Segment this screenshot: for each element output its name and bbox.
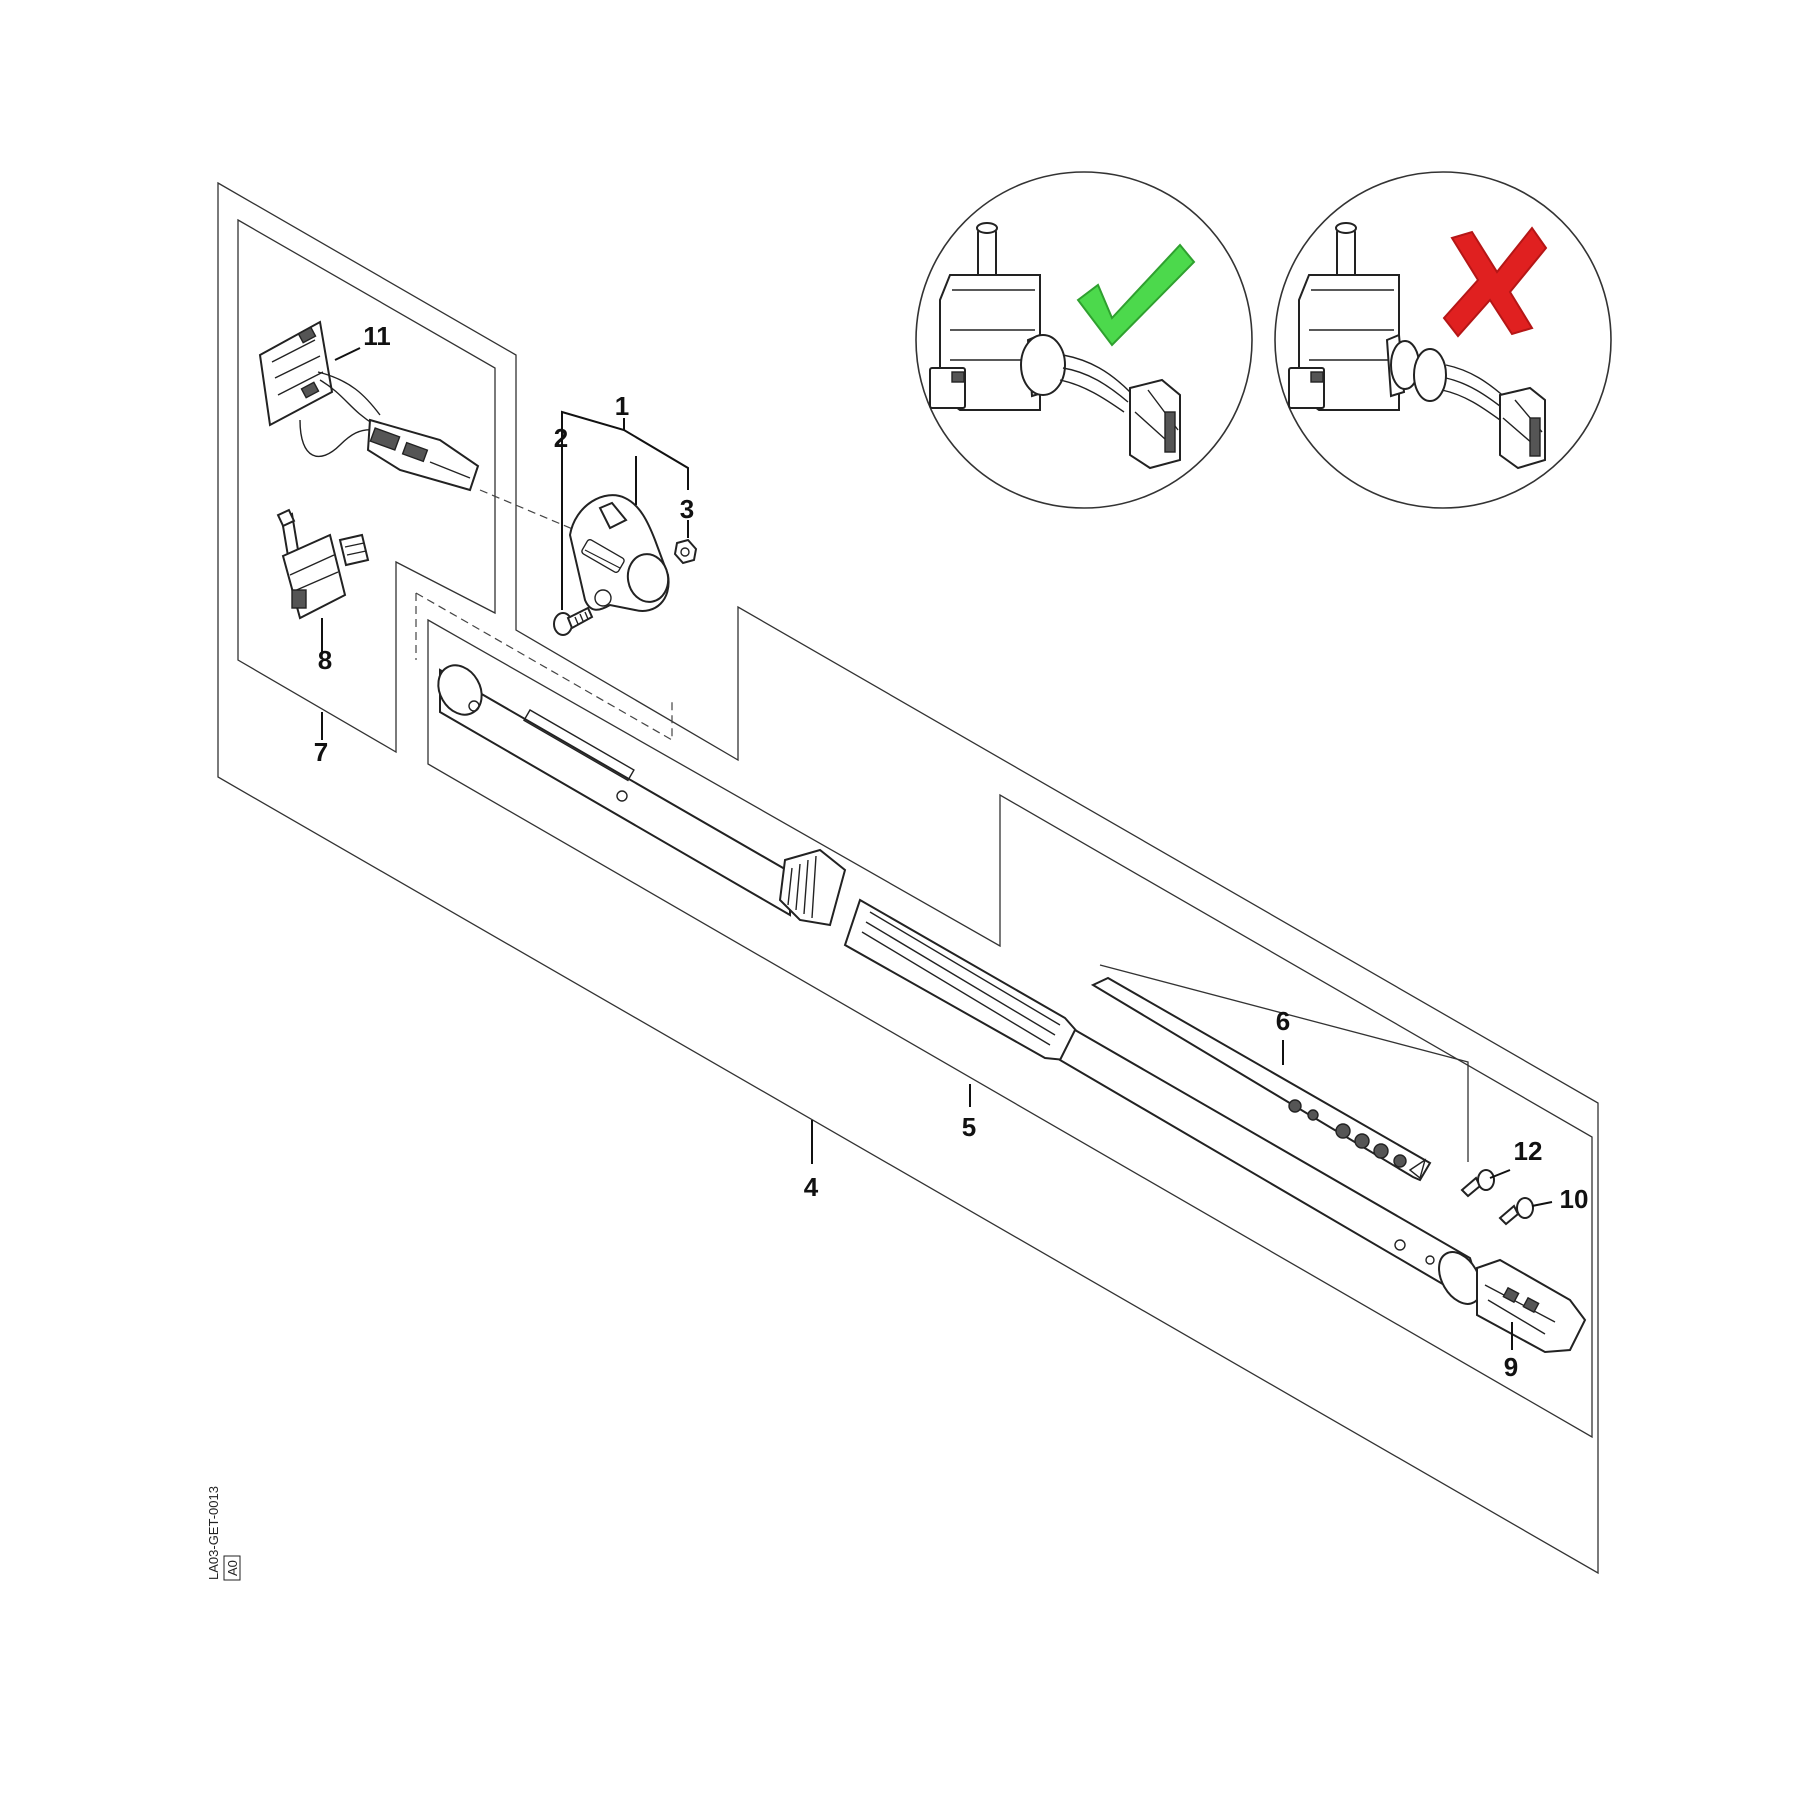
callout-10: 10: [1560, 1184, 1589, 1214]
housing-part-1: [568, 494, 670, 612]
drawing-code: LA03-GET-0013: [206, 1486, 221, 1580]
callout-4: 4: [804, 1172, 819, 1202]
callout-8: 8: [318, 645, 332, 675]
callout-7: 7: [314, 737, 328, 767]
callout-1: 1: [615, 391, 629, 421]
callout-5: 5: [962, 1112, 976, 1142]
callout-11: 11: [363, 321, 391, 351]
callout-2: 2: [554, 423, 568, 453]
switch-detail-wrong: [1288, 222, 1546, 470]
wiring-harness-part-11: [258, 320, 480, 492]
screw-part-12: [1460, 1169, 1495, 1198]
frame-tube-5: [427, 618, 1593, 1439]
callout-9: 9: [1504, 1352, 1518, 1382]
callout-6: 6: [1276, 1006, 1290, 1036]
bracket-1-2-3: [561, 410, 689, 610]
tube-part-5: [437, 664, 1482, 1305]
dashed-assembly-line: [415, 489, 673, 742]
inset-wrong: [1274, 171, 1612, 509]
drawing-code-block: LA03-GET-0013 A0: [206, 1486, 241, 1581]
check-icon: [1076, 243, 1196, 347]
brand-logo-icon: [581, 538, 625, 574]
switch-part-8: [276, 508, 370, 620]
nut-part-3: [673, 538, 698, 565]
cross-icon: [1442, 226, 1548, 338]
callout-12: 12: [1514, 1136, 1543, 1166]
screw-part-2: [553, 606, 594, 636]
frame-decal-6: [1099, 964, 1469, 1162]
frame-outer-4: [217, 181, 1599, 1575]
leader-lines: [321, 347, 1553, 1350]
warning-symbols-icon: [1288, 1099, 1427, 1180]
revision-mark: A0: [225, 1560, 240, 1576]
screw-part-10: [1498, 1197, 1534, 1226]
inset-correct: [915, 171, 1253, 509]
end-cap-part-9: [1476, 1258, 1587, 1354]
decal-part-6: [1090, 976, 1432, 1182]
callout-3: 3: [680, 494, 694, 524]
frame-group-7: [237, 218, 496, 754]
switch-detail-correct: [929, 222, 1181, 470]
